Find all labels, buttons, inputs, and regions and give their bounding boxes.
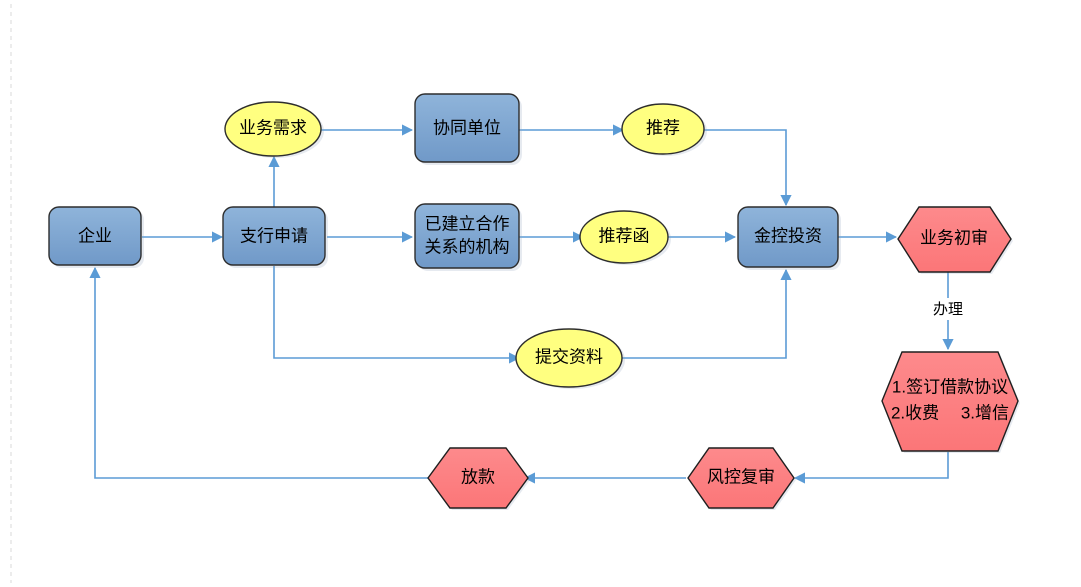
business-demand-label: 业务需求	[239, 118, 307, 137]
agreement-hexagon[interactable]	[881, 351, 1019, 452]
node-enterprise[interactable]: 企业	[48, 206, 144, 268]
node-submit-materials[interactable]: 提交资料	[515, 328, 625, 389]
business-first-review-hexagon[interactable]	[897, 206, 1012, 273]
node-branch-application[interactable]: 支行申请	[222, 206, 328, 268]
submit-materials-ellipse[interactable]	[515, 328, 623, 388]
connector-group	[89, 124, 954, 484]
enterprise-label: 企业	[78, 226, 112, 245]
partner-unit-box[interactable]	[414, 93, 520, 163]
jinkong-investment-label: 金控投资	[754, 226, 822, 245]
node-agreement[interactable]: 1.签订借款协议 2.收费 3.增信	[881, 351, 1020, 453]
recommend-label: 推荐	[646, 118, 680, 137]
jinkong-investment-box[interactable]	[737, 206, 839, 268]
agreement-label-line2: 2.收费 3.增信	[891, 403, 1009, 422]
edge-submit-materials-to-jinkong	[618, 268, 792, 359]
edge-disbursement-to-enterprise	[89, 266, 428, 479]
enterprise-box[interactable]	[48, 206, 142, 266]
node-disbursement[interactable]: 放款	[427, 447, 530, 510]
business-demand-ellipse[interactable]	[224, 101, 322, 157]
partner-unit-label: 协同单位	[433, 118, 501, 137]
edge-agreement-to-risk-review	[793, 452, 949, 484]
disbursement-label: 放款	[461, 467, 495, 486]
edge-recommend-to-jinkong	[703, 129, 792, 207]
node-business-first-review[interactable]: 业务初审	[897, 206, 1013, 274]
existing-partner-label-line2: 关系的机构	[425, 237, 510, 256]
edge-branch-to-submit-materials	[273, 266, 521, 364]
handle-label: 办理	[933, 301, 963, 318]
node-business-demand[interactable]: 业务需求	[224, 101, 324, 158]
business-first-review-label: 业务初审	[920, 228, 988, 247]
recommend-letter-ellipse[interactable]	[579, 210, 669, 264]
risk-review-hexagon[interactable]	[687, 447, 795, 509]
node-jinkong-investment[interactable]: 金控投资	[737, 206, 841, 270]
risk-review-label: 风控复审	[707, 467, 775, 486]
agreement-label-line1: 1.签订借款协议	[892, 377, 1008, 396]
node-risk-review[interactable]: 风控复审	[687, 447, 796, 510]
node-recommend-letter[interactable]: 推荐函	[579, 210, 671, 265]
edge-label-handle: 办理	[924, 298, 972, 320]
disbursement-hexagon[interactable]	[427, 447, 529, 509]
existing-partner-label-line1: 已建立合作	[425, 214, 510, 233]
node-existing-partner[interactable]: 已建立合作 关系的机构	[414, 203, 522, 271]
node-partner-unit[interactable]: 协同单位	[414, 93, 522, 165]
branch-application-label: 支行申请	[240, 226, 308, 245]
recommend-ellipse[interactable]	[621, 103, 705, 155]
existing-partner-box[interactable]	[414, 203, 520, 269]
branch-application-box[interactable]	[222, 206, 326, 266]
node-recommend[interactable]: 推荐	[621, 103, 707, 156]
recommend-letter-label: 推荐函	[599, 226, 650, 245]
submit-materials-label: 提交资料	[535, 347, 603, 366]
